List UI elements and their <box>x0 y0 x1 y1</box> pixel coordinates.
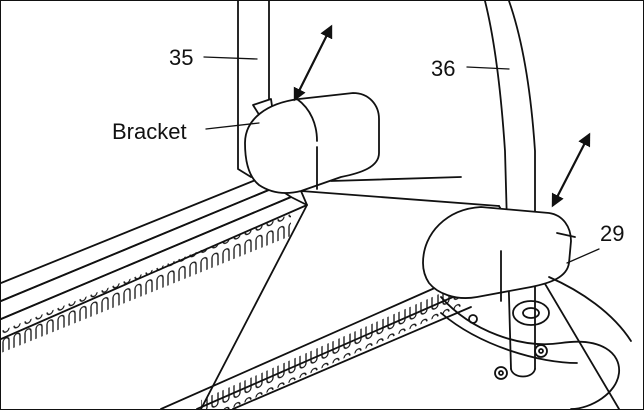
left-end-cap <box>244 92 380 194</box>
leader-bracket <box>205 122 260 130</box>
label-35: 35 <box>169 45 193 70</box>
label-36: 36 <box>431 56 455 81</box>
upright-36 <box>484 1 536 378</box>
arrow-left <box>293 24 333 102</box>
right-side-rail <box>160 284 472 409</box>
leader-29 <box>566 248 600 264</box>
frame-base <box>440 276 632 409</box>
upright-35 <box>237 1 270 178</box>
left-side-rail <box>1 176 308 353</box>
leader-35 <box>203 56 258 60</box>
label-29: 29 <box>600 221 624 246</box>
label-bracket: Bracket <box>112 119 187 144</box>
leader-36 <box>466 66 510 70</box>
right-end-cap <box>422 206 576 302</box>
arrow-right <box>551 132 591 208</box>
